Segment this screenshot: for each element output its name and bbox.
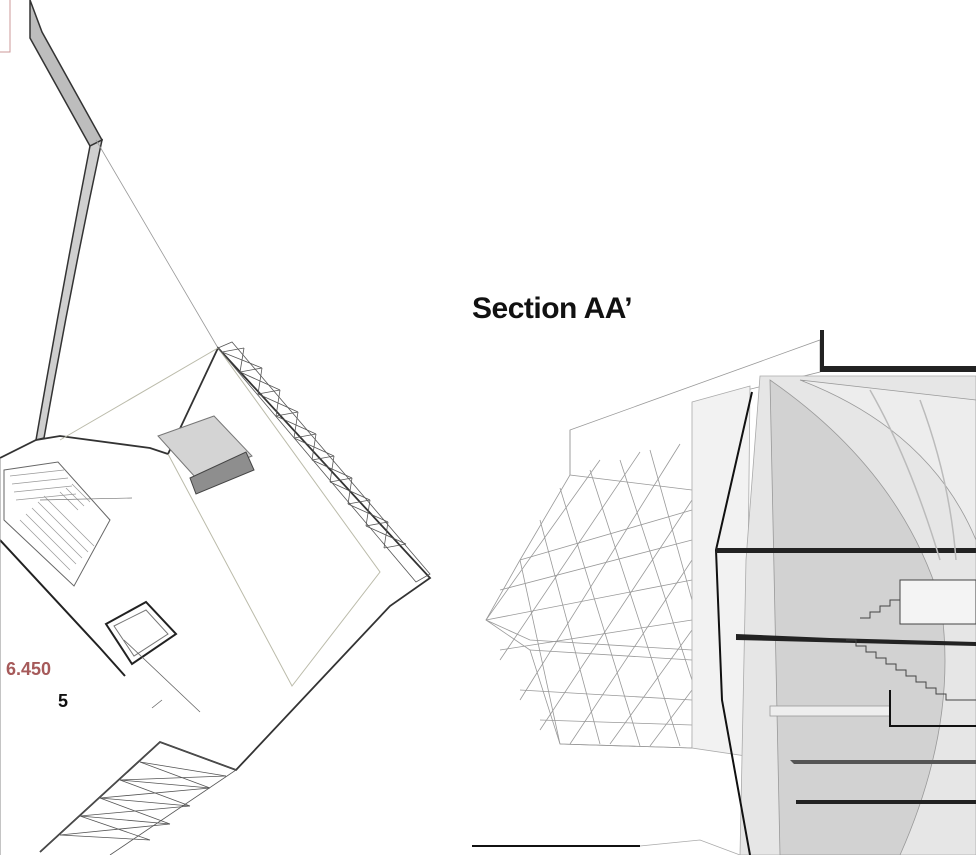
stair-landing-cut	[889, 690, 976, 727]
facade-lattice-east	[217, 341, 431, 583]
section-cut-mark	[151, 699, 163, 709]
section-lattice-volume	[485, 339, 821, 749]
plan-edge-fragment	[0, 0, 11, 53]
section-drawing	[472, 330, 976, 855]
section-cut-outline	[714, 391, 753, 855]
upper-wall-segment	[29, 0, 104, 147]
elevator-core	[104, 600, 178, 666]
floor-slab-upper	[716, 548, 976, 553]
section-cut-line	[123, 639, 201, 713]
balcony-slab	[769, 705, 891, 717]
shell-curve-line	[869, 389, 941, 561]
floor-plan	[0, 0, 432, 855]
shell-curve-line	[919, 399, 957, 561]
curved-wall-segment	[35, 138, 104, 442]
level-number: 5	[58, 691, 69, 711]
facade-lattice-south	[39, 741, 237, 855]
floor-slab-lower	[790, 760, 976, 764]
roof-slab	[820, 330, 976, 372]
section-stair	[846, 579, 976, 701]
diagonal-guide-line	[95, 139, 219, 349]
section-title: Section AA’	[472, 292, 633, 325]
elevation-label: 6.450	[6, 659, 52, 679]
floor-plate-outline	[59, 347, 381, 687]
ground-edge	[639, 839, 741, 855]
stair-core	[3, 461, 133, 587]
roof-opening	[157, 415, 255, 495]
floor-slab-bottom	[796, 800, 976, 804]
curved-shell-upper	[799, 379, 976, 541]
inner-wall-line	[0, 539, 126, 677]
